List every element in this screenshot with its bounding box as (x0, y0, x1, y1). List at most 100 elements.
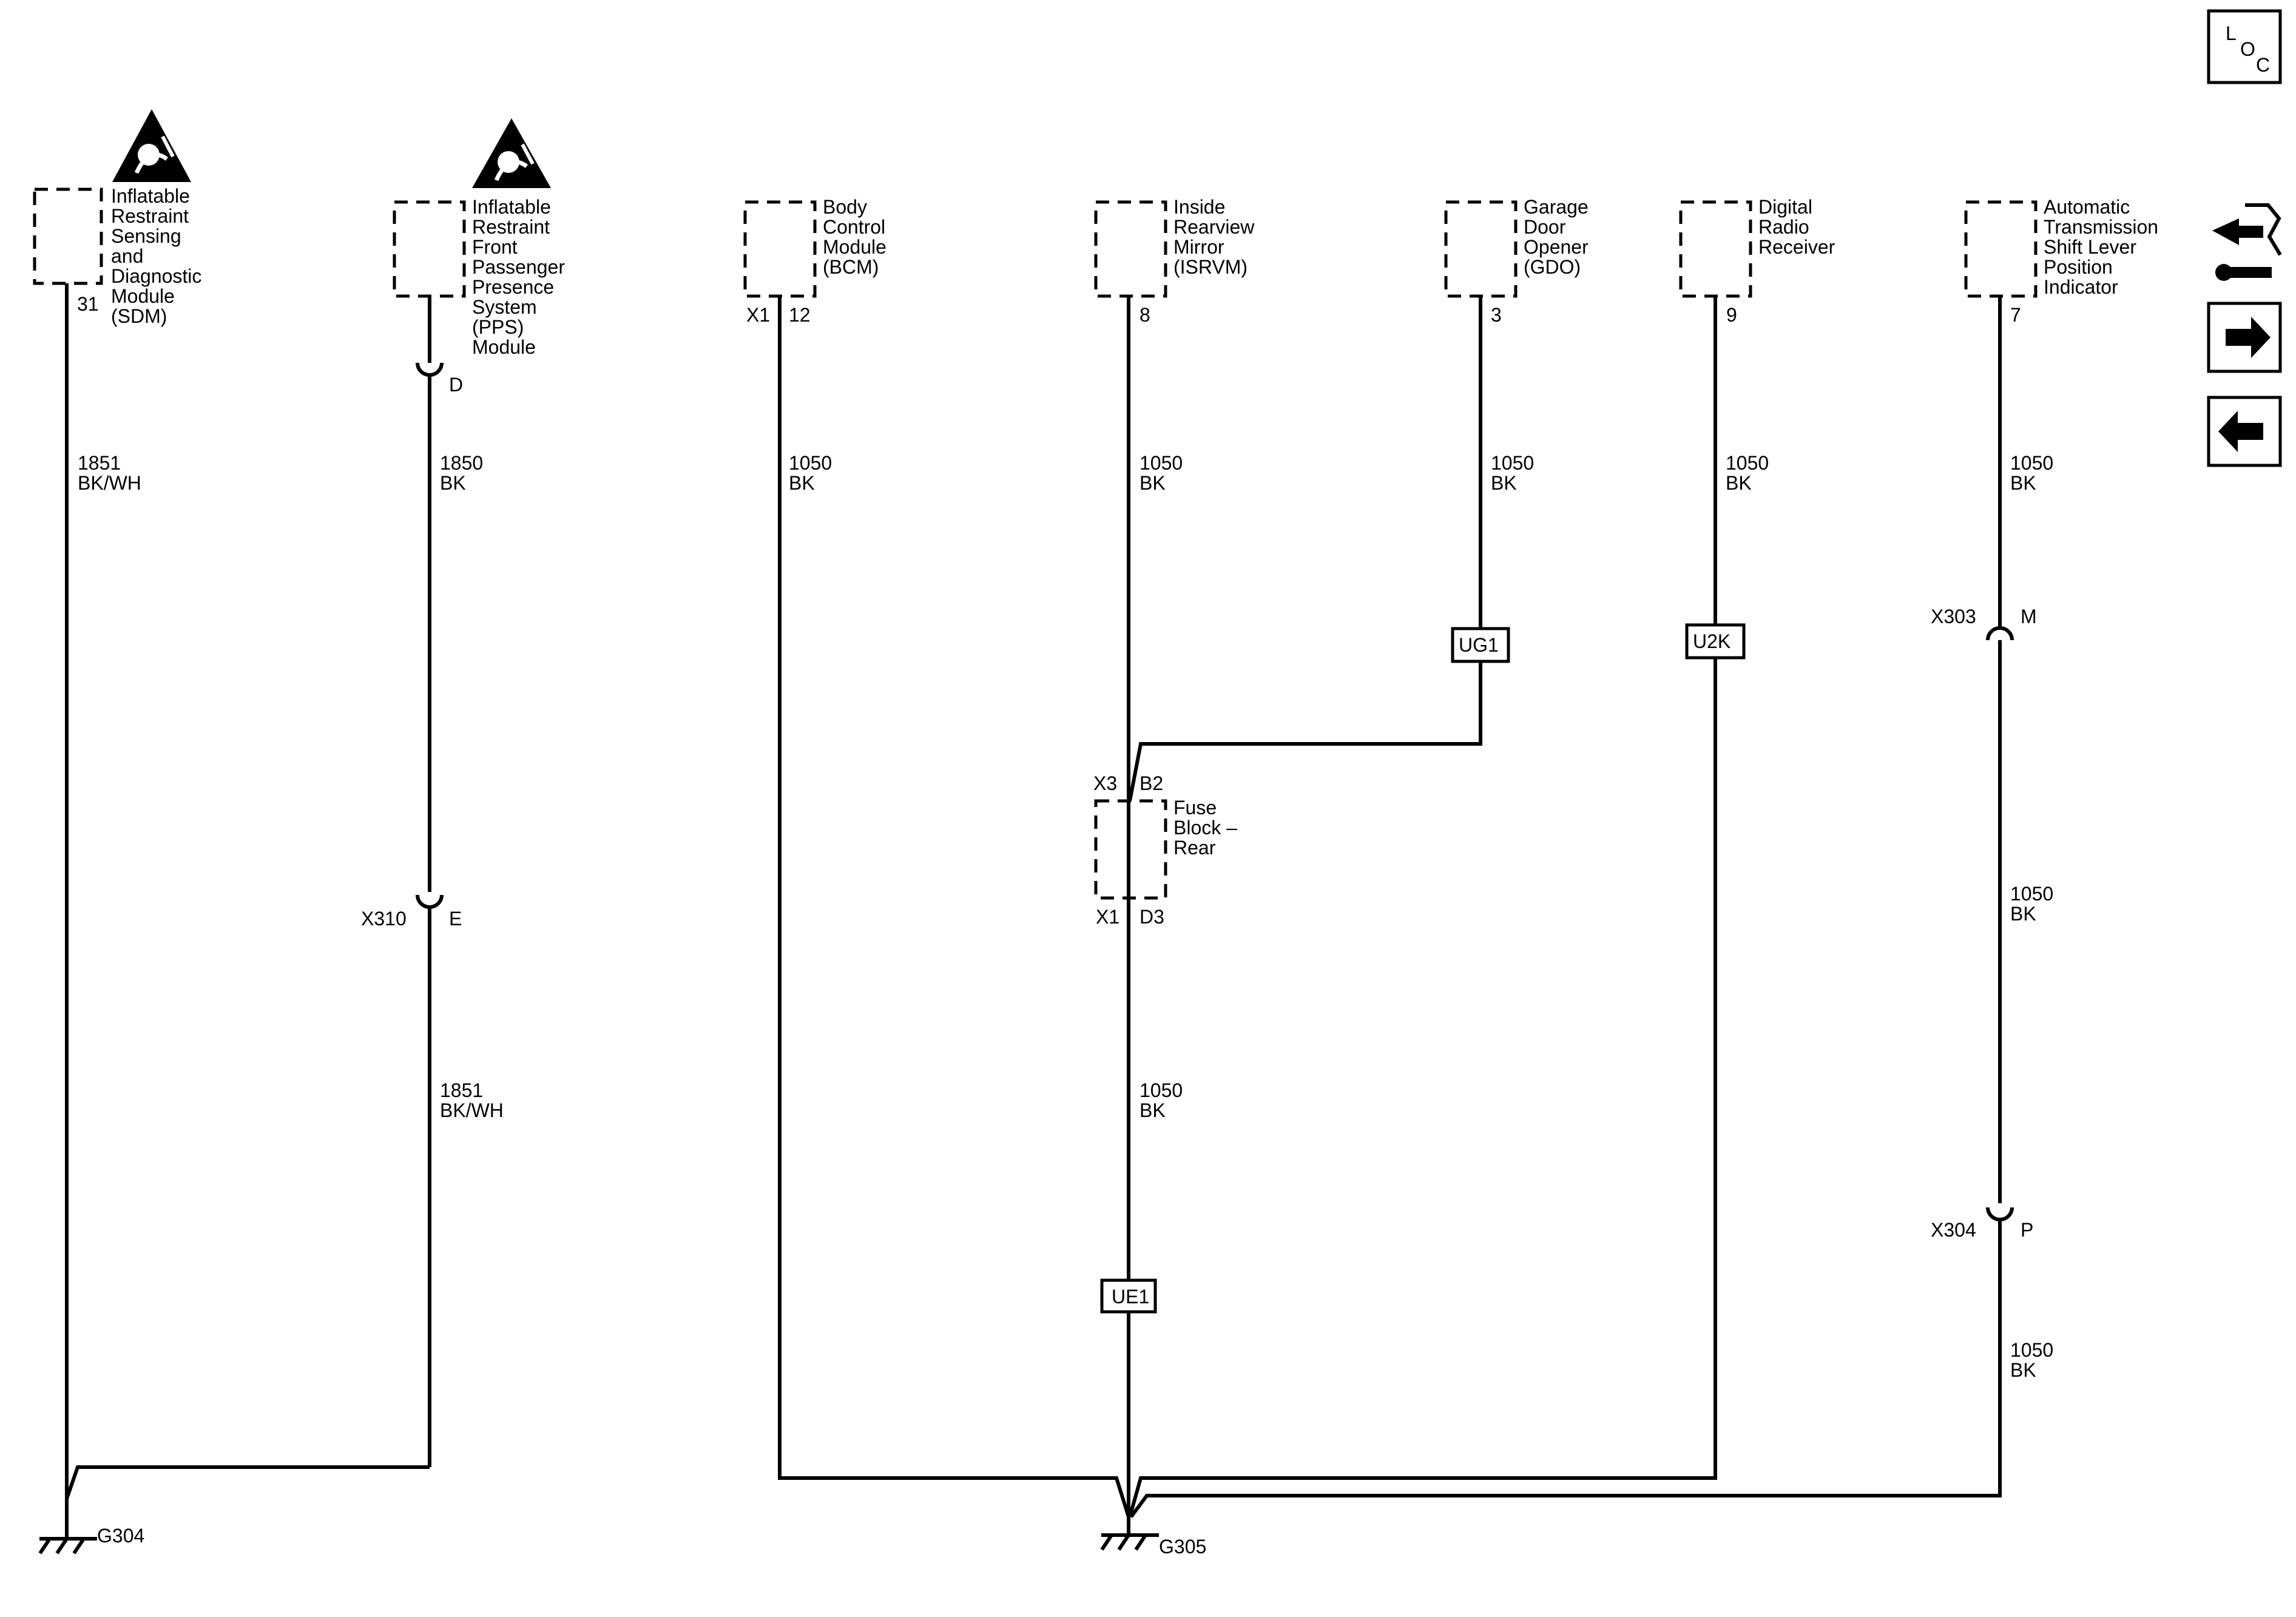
svg-text:Control: Control (823, 216, 885, 238)
svg-text:Front: Front (472, 236, 518, 258)
component-pps-label: Inflatable Restraint Front Passenger Pre… (472, 196, 565, 358)
inline-connector-pps-d[interactable] (416, 346, 444, 377)
component-sdm[interactable] (33, 187, 103, 285)
svg-text:Body: Body (823, 196, 867, 218)
svg-text:Automatic: Automatic (2044, 196, 2130, 218)
wire-shift-2-circuit: 1050 (2010, 883, 2053, 905)
wire-gdo-to-fuse[interactable] (1128, 661, 1482, 802)
inline-connector-x304[interactable] (1986, 1207, 2014, 1221)
component-fuse-block-rear[interactable] (1094, 799, 1167, 900)
svg-text:Presence: Presence (472, 276, 554, 298)
inline-connector-x304-pin: P (2021, 1219, 2033, 1241)
svg-text:Module: Module (111, 285, 175, 307)
inline-connector-x303[interactable] (1986, 626, 2014, 652)
svg-text:Radio: Radio (1758, 216, 1809, 238)
svg-text:Mirror: Mirror (1173, 236, 1224, 258)
svg-text:(GDO): (GDO) (1524, 256, 1581, 278)
wire-sdm-color: BK/WH (78, 472, 141, 494)
svg-text:Transmission: Transmission (2044, 216, 2158, 238)
loc-button[interactable]: L O C (2207, 9, 2282, 84)
wire-shift-1-circuit: 1050 (2010, 452, 2053, 474)
svg-text:Position: Position (2044, 256, 2113, 278)
svg-text:Sensing: Sensing (111, 225, 181, 247)
svg-text:Rear: Rear (1173, 837, 1216, 859)
ground-g304-label: G304 (97, 1525, 144, 1547)
wire-pps-2-circuit: 1851 (440, 1079, 483, 1101)
inline-connector-x310-name: X310 (361, 908, 407, 930)
ground-g304-icon[interactable] (38, 1511, 97, 1555)
wire-bcm-circuit: 1050 (789, 452, 832, 474)
arrow-left-icon[interactable] (2207, 396, 2282, 467)
wire-shift-3-color: BK (2010, 1359, 2036, 1381)
svg-text:Passenger: Passenger (472, 256, 565, 278)
inline-connector-x310[interactable] (416, 894, 444, 909)
svg-text:Inside: Inside (1173, 196, 1225, 218)
svg-text:and: and (111, 245, 143, 267)
pin-fuse-top: B2 (1140, 772, 1163, 794)
wire-radio-color: BK (1726, 472, 1752, 494)
svg-text:Restraint: Restraint (111, 205, 189, 227)
svg-text:(SDM): (SDM) (111, 305, 167, 327)
wire-radio-to-g305[interactable] (1128, 658, 1717, 1517)
wire-isrvm-1-color: BK (1140, 472, 1166, 494)
wire-bcm-color: BK (789, 472, 815, 494)
svg-text:Indicator: Indicator (2044, 276, 2118, 298)
inline-connector-pps-d-pin: D (449, 374, 463, 396)
svg-text:Diagnostic: Diagnostic (111, 265, 201, 287)
wire-shift-3-circuit: 1050 (2010, 1339, 2053, 1361)
wire-pps-to-g304[interactable] (65, 1465, 430, 1499)
option-code-ue1-box[interactable] (1100, 1278, 1157, 1314)
svg-text:System: System (472, 296, 537, 318)
wire-isrvm-2-circuit: 1050 (1140, 1079, 1183, 1101)
svg-text:Door: Door (1524, 216, 1566, 238)
svg-text:(PPS): (PPS) (472, 316, 524, 338)
component-bcm[interactable] (743, 200, 817, 298)
inline-connector-x303-pin: M (2021, 606, 2037, 627)
svg-text:Fuse: Fuse (1173, 797, 1217, 819)
component-bcm-label: Body Control Module (BCM) (823, 196, 886, 278)
option-code-ug1: UG1 (1459, 634, 1499, 656)
svg-text:Shift Lever: Shift Lever (2044, 236, 2136, 258)
wire-bcm[interactable] (778, 296, 1130, 1517)
component-shift-label: Automatic Transmission Shift Lever Posit… (2044, 196, 2158, 298)
pin-gdo: 3 (1491, 304, 1502, 326)
component-gdo[interactable] (1444, 200, 1518, 298)
pin-sdm: 31 (77, 293, 99, 315)
connector-info-icon[interactable] (2212, 203, 2282, 281)
pin-fuse-bottom: D3 (1140, 906, 1164, 928)
component-isrvm[interactable] (1094, 200, 1167, 298)
component-sdm-label: Inflatable Restraint Sensing and Diagnos… (111, 185, 201, 327)
wire-pps-1-color: BK (440, 472, 466, 494)
component-radio[interactable] (1679, 200, 1752, 298)
wire-shift-3[interactable] (1129, 1220, 2002, 1518)
component-shift-indicator[interactable] (1964, 200, 2038, 298)
pin-shift: 7 (2010, 304, 2021, 326)
svg-text:Restraint: Restraint (472, 216, 550, 238)
svg-text:Inflatable: Inflatable (472, 196, 551, 218)
svg-text:(BCM): (BCM) (823, 256, 879, 278)
inline-connector-x304-name: X304 (1931, 1219, 1976, 1241)
wire-gdo-circuit: 1050 (1491, 452, 1534, 474)
option-code-u2k: U2K (1693, 630, 1730, 652)
wire-radio-circuit: 1050 (1726, 452, 1769, 474)
wire-isrvm-2-color: BK (1140, 1099, 1166, 1121)
component-pps[interactable] (393, 200, 466, 298)
pin-isrvm: 8 (1140, 304, 1150, 326)
svg-text:Digital: Digital (1758, 196, 1812, 218)
arrow-right-icon[interactable] (2207, 302, 2282, 373)
connector-bcm: X1 (746, 304, 770, 326)
inline-connector-x310-pin: E (449, 908, 462, 930)
wire-isrvm-1-circuit: 1050 (1140, 452, 1183, 474)
component-fuse-label: Fuse Block – Rear (1173, 797, 1237, 859)
option-code-u2k-box[interactable] (1685, 623, 1746, 660)
svg-text:Module: Module (823, 236, 886, 258)
wire-sdm-circuit: 1851 (78, 452, 121, 474)
svg-text:Module: Module (472, 336, 536, 358)
svg-text:Garage: Garage (1524, 196, 1589, 218)
svg-text:L: L (2226, 22, 2237, 44)
connector-fuse-bottom: X1 (1096, 906, 1119, 928)
connector-fuse-top: X3 (1093, 772, 1117, 794)
ground-g305-icon[interactable] (1100, 1517, 1159, 1551)
svg-text:Rearview: Rearview (1173, 216, 1255, 238)
wire-pps-2-color: BK/WH (440, 1099, 504, 1121)
